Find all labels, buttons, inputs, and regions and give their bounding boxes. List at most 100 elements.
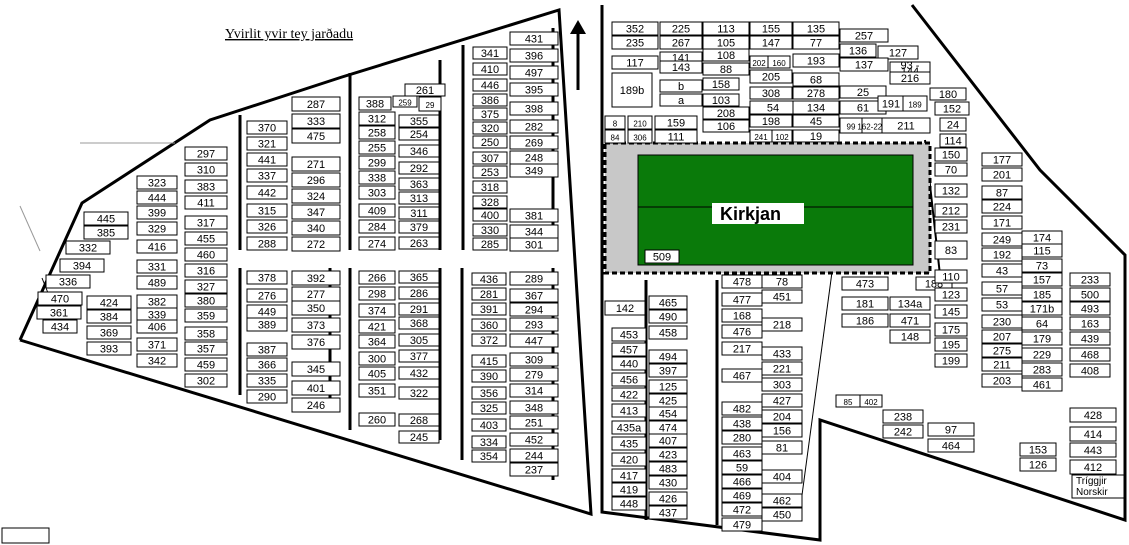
grave-plot[interactable]: 103 xyxy=(702,93,740,107)
grave-plot[interactable]: 399 xyxy=(136,205,178,220)
grave-plot[interactable]: 185 xyxy=(1021,287,1063,302)
grave-plot[interactable]: 407 xyxy=(648,433,688,448)
grave-plot[interactable]: 468 xyxy=(1069,347,1111,362)
grave-plot[interactable]: 88 xyxy=(702,62,750,76)
grave-plot[interactable]: 268 xyxy=(398,413,440,427)
grave-plot[interactable]: 189b xyxy=(611,72,653,108)
grave-plot[interactable]: 311 xyxy=(398,206,440,220)
grave-plot[interactable]: 472 xyxy=(721,502,763,517)
grave-plot[interactable]: 242 xyxy=(882,424,924,439)
grave-plot[interactable]: 192 xyxy=(981,247,1023,262)
grave-plot[interactable]: 249 xyxy=(981,232,1023,247)
grave-plot[interactable]: 378 xyxy=(246,270,288,285)
grave-plot[interactable]: 423 xyxy=(648,447,688,462)
grave-plot[interactable]: 287 xyxy=(291,96,341,112)
grave-plot[interactable]: 137 xyxy=(839,57,889,72)
grave-plot[interactable]: 211 xyxy=(881,117,931,134)
grave-plot[interactable]: 389 xyxy=(246,317,288,332)
grave-plot[interactable]: 433 xyxy=(761,346,803,361)
grave-plot[interactable]: 456 xyxy=(611,372,647,387)
grave-plot[interactable]: 435a xyxy=(611,420,647,435)
grave-plot[interactable]: 135 xyxy=(792,21,840,36)
grave-plot[interactable]: 314 xyxy=(509,383,559,398)
grave-plot[interactable]: 318 xyxy=(472,180,508,194)
grave-plot[interactable]: 406 xyxy=(136,319,178,334)
grave-plot[interactable]: 123 xyxy=(934,287,968,302)
grave-plot[interactable]: 338 xyxy=(358,170,396,185)
grave-plot[interactable]: 231 xyxy=(934,219,968,234)
grave-plot[interactable]: 283 xyxy=(1021,362,1063,377)
grave-plot[interactable]: 315 xyxy=(246,203,288,218)
grave-plot[interactable]: 280 xyxy=(721,430,763,445)
grave-plot[interactable]: 411 xyxy=(184,195,228,210)
grave-plot[interactable]: 340 xyxy=(291,220,341,236)
grave-plot[interactable]: 153 xyxy=(1019,442,1057,457)
grave-plot[interactable]: 87 xyxy=(981,185,1023,200)
grave-plot[interactable]: 237 xyxy=(509,462,559,477)
grave-plot[interactable]: 199 xyxy=(934,353,968,368)
grave-plot[interactable]: 352 xyxy=(611,21,659,36)
grave-plot[interactable]: 162-226 xyxy=(857,117,887,134)
grave-plot[interactable]: 376 xyxy=(291,334,341,350)
grave-plot[interactable]: 447 xyxy=(509,333,559,348)
grave-plot[interactable]: 322 xyxy=(398,386,440,400)
grave-plot[interactable]: 391 xyxy=(471,302,507,316)
grave-plot[interactable]: 417 xyxy=(611,468,647,483)
grave-plot[interactable]: 393 xyxy=(86,341,132,356)
grave-plot[interactable]: 469 xyxy=(721,488,763,503)
grave-plot[interactable]: 453 xyxy=(611,327,647,342)
grave-plot[interactable]: 298 xyxy=(358,286,396,301)
grave-plot[interactable]: 355 xyxy=(398,114,440,128)
grave-plot[interactable]: 218 xyxy=(761,317,803,332)
grave-plot[interactable]: 117 xyxy=(611,55,659,70)
grave-plot[interactable]: 444 xyxy=(136,190,178,205)
grave-plot[interactable]: 494 xyxy=(648,349,688,364)
grave-plot[interactable]: 426 xyxy=(648,491,688,506)
grave-plot[interactable]: 293 xyxy=(509,317,559,332)
grave-plot[interactable]: 125 xyxy=(648,379,688,394)
grave-plot[interactable]: 241 xyxy=(749,129,773,143)
grave-plot[interactable]: 143 xyxy=(659,60,703,74)
grave-plot[interactable]: 403 xyxy=(471,418,507,432)
grave-plot[interactable]: 299 xyxy=(358,155,396,170)
grave-plot[interactable]: 455 xyxy=(184,231,228,246)
grave-plot[interactable]: 288 xyxy=(246,236,288,251)
grave-plot[interactable]: 189 xyxy=(902,95,928,112)
grave-plot[interactable]: 105 xyxy=(702,35,750,50)
grave-plot[interactable]: 19 xyxy=(792,129,840,143)
grave-plot[interactable]: 168 xyxy=(721,308,763,323)
grave-plot[interactable]: 368 xyxy=(398,316,440,330)
grave-plot[interactable]: 208 xyxy=(702,106,750,120)
grave-plot[interactable]: 443 xyxy=(1069,442,1117,458)
grave-plot[interactable]: 102 xyxy=(771,129,793,143)
grave-plot[interactable]: 383 xyxy=(184,179,228,194)
grave-plot[interactable]: 369 xyxy=(86,325,132,340)
grave-plot[interactable]: 366 xyxy=(246,357,288,372)
grave-plot[interactable]: 400 xyxy=(472,208,508,222)
grave-plot[interactable]: 408 xyxy=(1069,363,1111,378)
grave-plot[interactable]: 397 xyxy=(648,363,688,378)
grave-plot[interactable]: 394 xyxy=(59,258,105,273)
grave-plot[interactable]: 390 xyxy=(471,369,507,383)
grave-plot[interactable]: 111 xyxy=(654,129,698,144)
grave-plot[interactable]: 377 xyxy=(398,349,440,363)
grave-plot[interactable]: 497 xyxy=(509,65,559,80)
grave-plot[interactable]: 500 xyxy=(1069,287,1111,302)
grave-plot[interactable]: 203 xyxy=(981,373,1023,388)
grave-plot[interactable]: 269 xyxy=(509,135,559,150)
grave-plot[interactable]: 97 xyxy=(927,422,975,437)
grave-plot[interactable]: 365 xyxy=(398,270,440,284)
grave-plot[interactable]: 207 xyxy=(981,329,1023,344)
grave-plot[interactable]: 405 xyxy=(358,366,396,381)
grave-plot[interactable]: 110 xyxy=(934,269,968,284)
grave-plot[interactable]: 181 xyxy=(841,296,889,311)
grave-plot[interactable]: 155 xyxy=(749,21,793,36)
grave-plot[interactable]: 303 xyxy=(761,377,803,392)
grave-plot[interactable]: 464 xyxy=(927,438,975,453)
grave-plot[interactable]: 250 xyxy=(472,135,508,149)
grave-plot[interactable]: 142 xyxy=(604,300,646,316)
grave-plot[interactable]: 78 xyxy=(761,274,803,289)
grave-plot[interactable]: 85 xyxy=(835,394,861,408)
grave-plot[interactable]: 466 xyxy=(721,474,763,489)
grave-plot[interactable]: 381 xyxy=(509,208,559,223)
